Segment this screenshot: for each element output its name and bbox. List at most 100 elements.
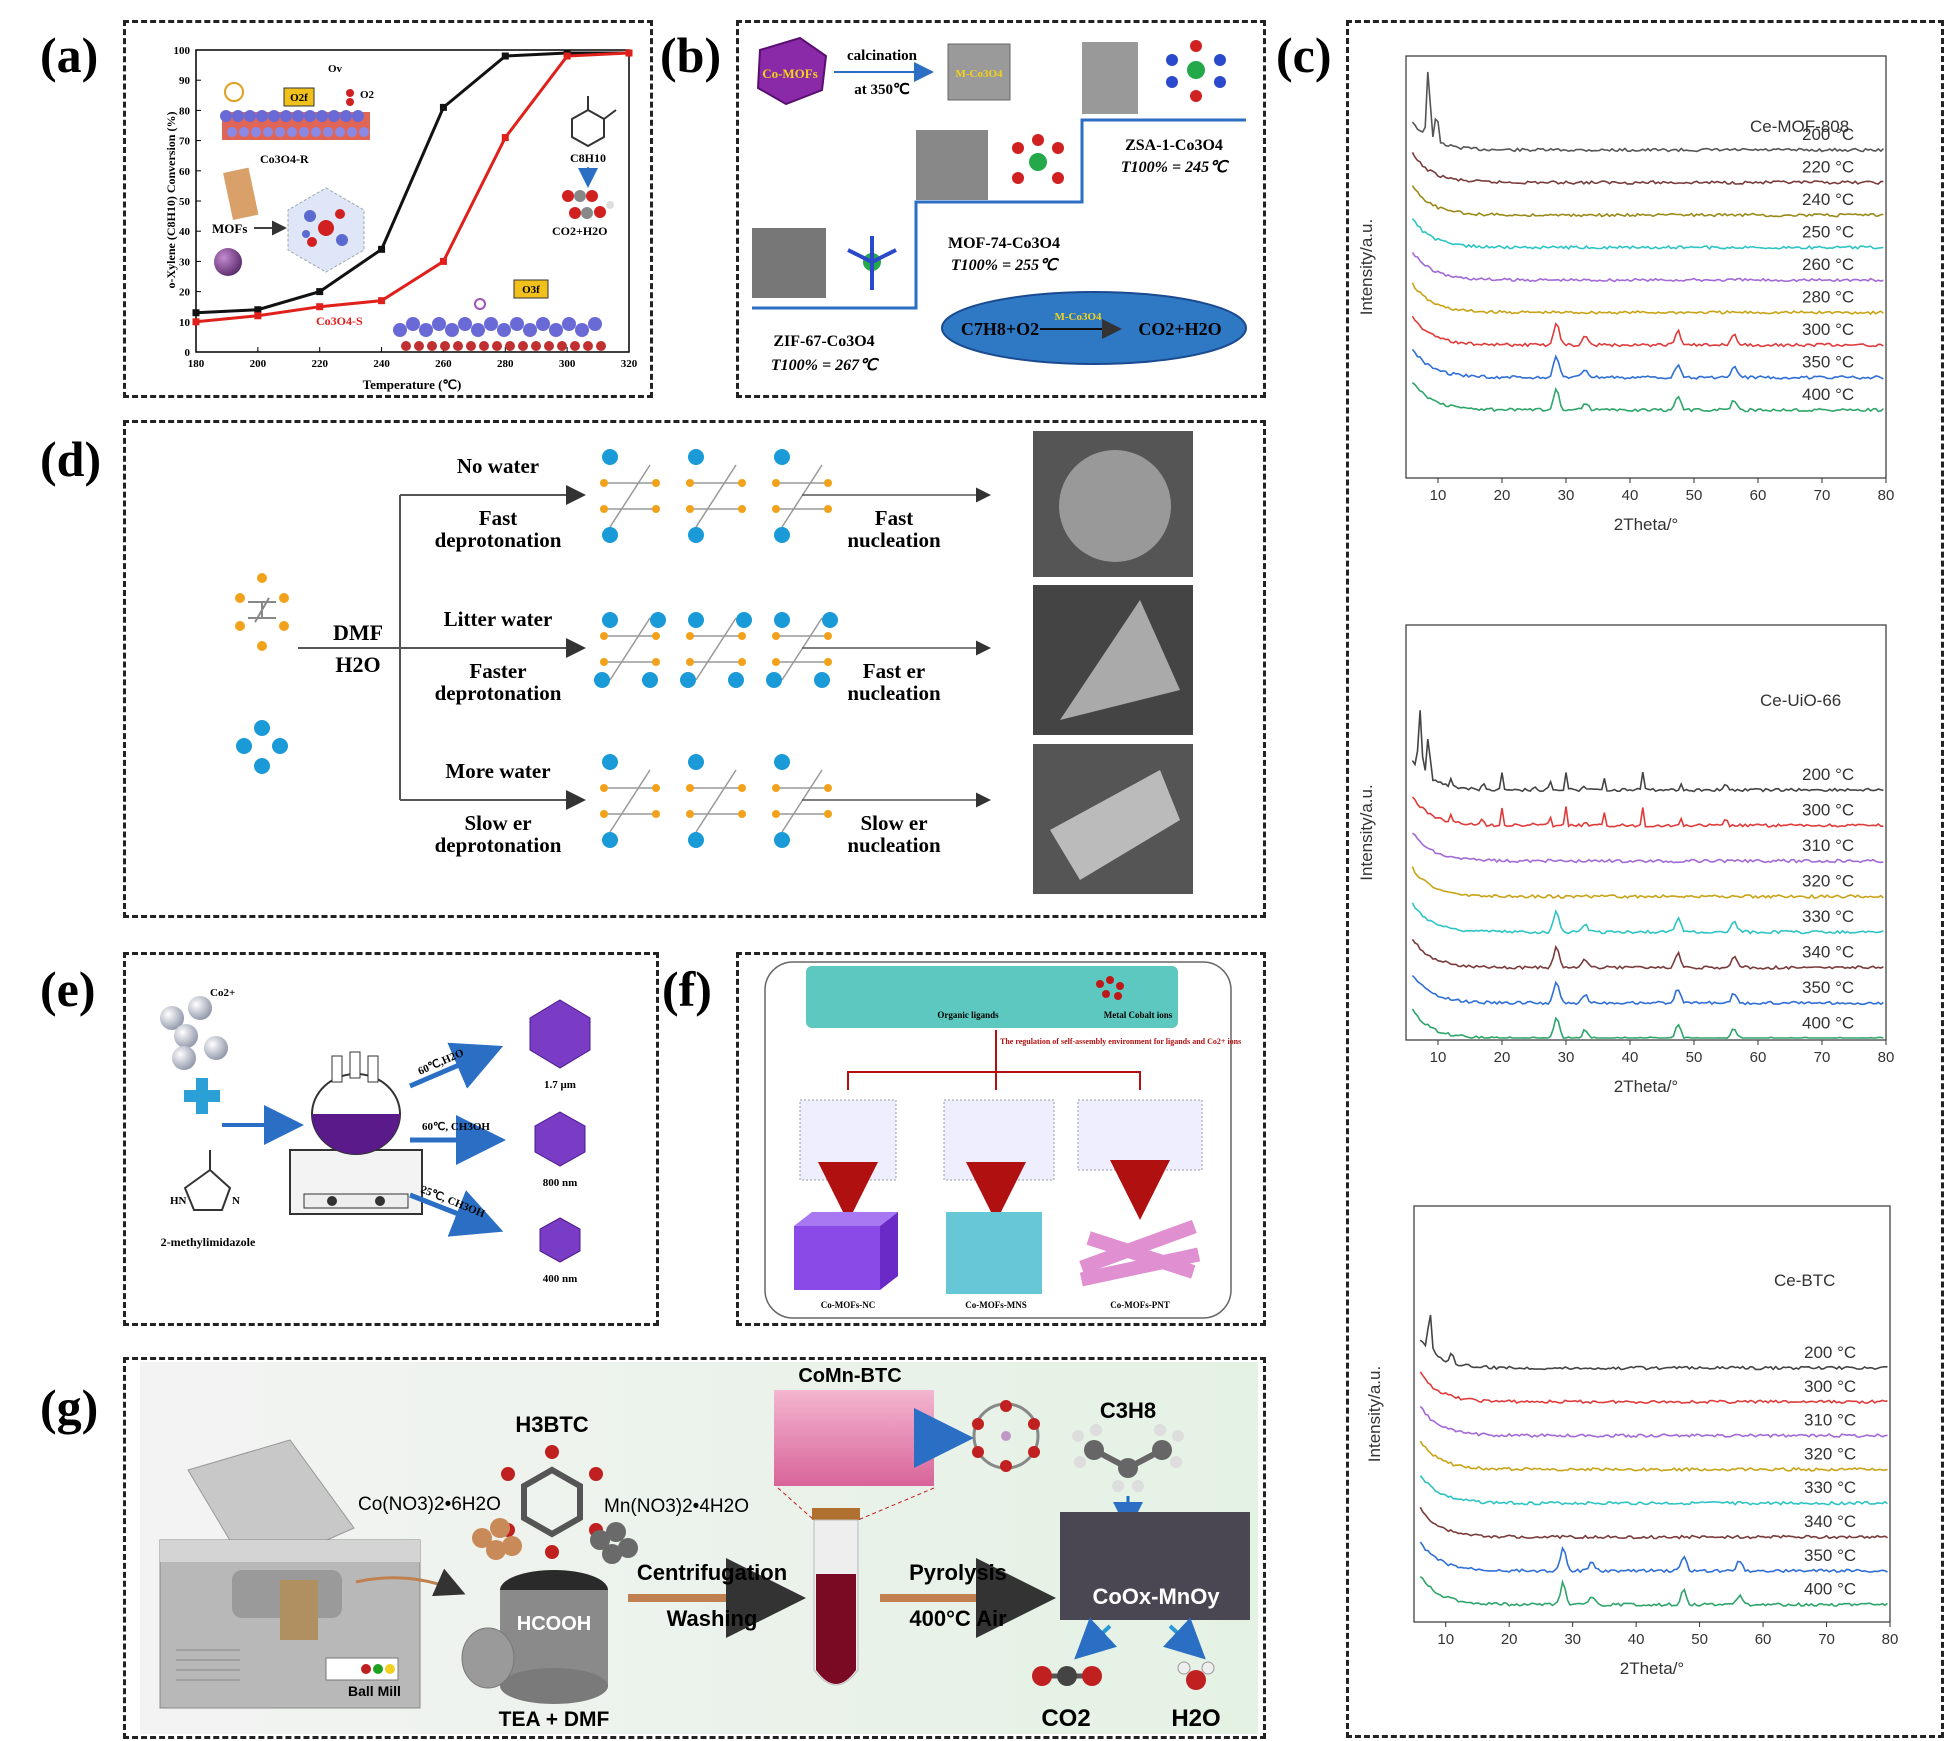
atom: [316, 110, 328, 122]
deprotonation-rate: Fast: [479, 506, 518, 530]
panel-label-e: (e): [40, 961, 96, 1017]
xrd-trace: [1411, 796, 1884, 828]
panel-f-frame: [736, 952, 1266, 1326]
co3o4-s-schematic: O3f Co3O4-S: [316, 279, 606, 351]
atom: [340, 110, 352, 122]
bond: [695, 617, 737, 681]
carboxyl: [824, 505, 832, 513]
atom: [280, 110, 292, 122]
condition-label: More water: [445, 759, 550, 783]
atom: [275, 127, 285, 137]
panel-e-diagram: Co2+ HN N 2-methylimidazole 60℃,H2O 60℃,…: [160, 987, 591, 1285]
nanotube-icon: [1079, 1219, 1201, 1287]
atom: [505, 341, 515, 351]
y-tick-label: 60: [179, 166, 191, 178]
atom: [479, 341, 489, 351]
xrd-plot-area: [1405, 55, 1887, 479]
h3btc-label: H3BTC: [515, 1412, 588, 1437]
carboxyl: [600, 479, 608, 487]
y-tick-label: 100: [174, 45, 191, 57]
metal-ion: [766, 672, 782, 688]
h2o-molecule-icon: [1177, 1661, 1215, 1690]
dmf-label: DMF: [333, 620, 383, 645]
panel-e-frame: [123, 952, 659, 1326]
xrd-trace: [1411, 1008, 1884, 1039]
atom: [588, 317, 602, 331]
y-tick-label: 40: [179, 226, 191, 238]
carboxyl: [824, 810, 832, 818]
mof-structure-icon: [287, 187, 365, 273]
crystal-small-icon: [539, 1217, 581, 1263]
atom: [406, 317, 420, 331]
xrd-trace: [1411, 832, 1884, 864]
x-tick-label: 30: [1564, 1631, 1581, 1648]
framework-pnt: [1077, 1099, 1203, 1171]
panel-g-frame: [123, 1357, 1266, 1739]
atom: [445, 323, 459, 337]
zsa-sem-image: [1082, 42, 1138, 114]
carboxyl: [686, 505, 694, 513]
xrd-xlabel: 2Theta/°: [1614, 515, 1678, 534]
atom: [471, 323, 485, 337]
data-point: [378, 245, 386, 253]
x-tick-label: 260: [435, 358, 452, 370]
framework-unit: [600, 754, 832, 848]
atom: [492, 341, 502, 351]
atom: [328, 110, 340, 122]
data-point: [563, 52, 571, 60]
xrd-trace: [1419, 1541, 1888, 1574]
nucleation-label: nucleation: [847, 833, 941, 857]
atom: [466, 341, 476, 351]
size-3: 400 nm: [543, 1273, 578, 1285]
xrd-series-label: 300 °C: [1802, 801, 1854, 820]
carboxyl: [686, 479, 694, 487]
mof74-label: MOF-74-Co3O4: [948, 235, 1060, 252]
condition-label: Litter water: [444, 607, 553, 631]
carboxyl: [652, 810, 660, 818]
bond: [695, 769, 737, 833]
xrd-plot-area: [1405, 624, 1887, 1041]
xrd-plot-area: [1413, 1205, 1891, 1623]
bond: [695, 464, 737, 528]
atom: [557, 341, 567, 351]
bond: [609, 464, 651, 528]
carboxyl: [738, 658, 746, 666]
x-tick-label: 50: [1686, 487, 1703, 504]
metal-ion: [736, 612, 752, 628]
metal-ion: [602, 449, 618, 465]
atom: [347, 127, 357, 137]
air-label: 400°C Air: [909, 1606, 1007, 1631]
xrd-series-label: 300 °C: [1804, 1377, 1856, 1396]
carboxyl: [738, 810, 746, 818]
xrd-series-label: 350 °C: [1802, 353, 1854, 372]
panel-c-frame: [1346, 20, 1944, 1738]
carboxyl: [772, 632, 780, 640]
carboxyl: [772, 658, 780, 666]
carboxyl: [652, 784, 660, 792]
carboxyl: [686, 632, 694, 640]
atom: [562, 317, 576, 331]
atom: [536, 317, 550, 331]
x-tick-label: 40: [1628, 1631, 1645, 1648]
product-pnt: Co-MOFs-PNT: [1110, 1300, 1170, 1310]
centrifuge-tube-icon: [777, 1487, 935, 1686]
atom: [510, 317, 524, 331]
xrd-series-label: 200 °C: [1802, 765, 1854, 784]
ov-label: Ov: [328, 63, 343, 75]
co2-label: CO2: [1041, 1705, 1090, 1732]
h2o-label: H2O: [335, 652, 380, 677]
xrd-series-label: 400 °C: [1802, 385, 1854, 404]
cond-2: 60℃, CH3OH: [422, 1121, 490, 1133]
m-co3o4-label: M-Co3O4: [955, 68, 1003, 80]
products-label: CO2+H2O: [552, 224, 608, 238]
data-point: [254, 312, 262, 320]
atom: [227, 127, 237, 137]
o3f-label: O3f: [522, 284, 540, 296]
h3btc-molecule-icon: [501, 1445, 603, 1559]
imidazole-icon: HN N: [170, 1150, 240, 1211]
carboxyl: [652, 479, 660, 487]
xrd-series-label: 320 °C: [1804, 1444, 1856, 1463]
x-tick-label: 180: [188, 358, 205, 370]
